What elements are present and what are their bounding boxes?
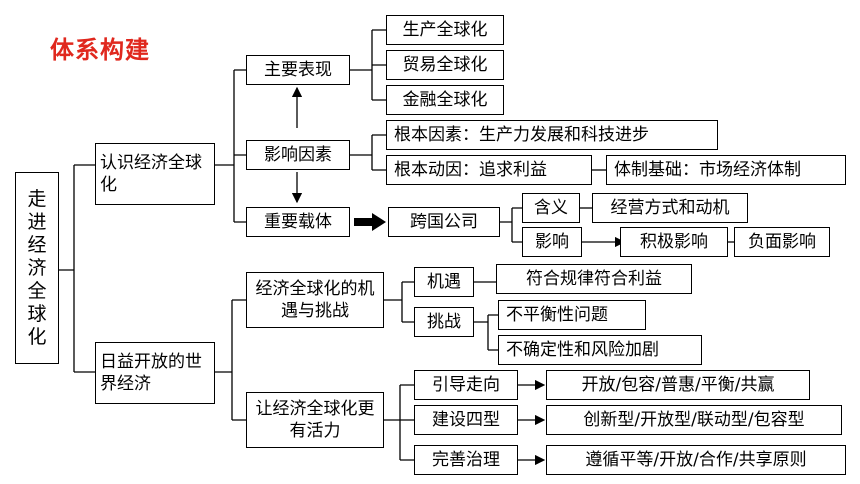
meaning-label: 含义 xyxy=(522,193,580,223)
node-label: 让经济全球化更有活力 xyxy=(255,399,375,441)
opportunity-label: 机遇 xyxy=(414,267,474,297)
branch-label: 日益开放的世界经济 xyxy=(100,352,202,394)
node-label: 经济全球化的机遇与挑战 xyxy=(255,279,375,321)
meaning-value: 经营方式和动机 xyxy=(592,193,748,223)
challenge-uncertainty: 不确定性和风险加剧 xyxy=(498,335,702,365)
page-title: 体系构建 xyxy=(50,36,150,64)
branch-understand-globalization: 认识经济全球化 xyxy=(95,143,215,205)
item-finance-globalization: 金融全球化 xyxy=(386,85,504,115)
node-opportunities-challenges: 经济全球化的机遇与挑战 xyxy=(246,272,384,328)
impact-negative: 负面影响 xyxy=(734,227,830,257)
impact-label: 影响 xyxy=(522,227,582,257)
value-build-four-types: 创新型/开放型/联动型/包容型 xyxy=(546,405,842,435)
value-guide-direction: 开放/包容/普惠/平衡/共赢 xyxy=(546,370,810,400)
node-important-carrier: 重要载体 xyxy=(246,207,350,237)
value-improve-governance: 遵循平等/开放/合作/共享原则 xyxy=(546,445,846,475)
row-guide-direction: 引导走向 xyxy=(414,370,518,400)
challenge-label: 挑战 xyxy=(414,307,474,337)
root-label: 走进经济全球化 xyxy=(27,187,47,348)
multinational-company: 跨国公司 xyxy=(388,207,500,237)
impact-positive: 积极影响 xyxy=(620,227,728,257)
node-main-manifestations: 主要表现 xyxy=(246,55,350,85)
fundamental-factor: 根本因素：生产力发展和科技进步 xyxy=(386,120,718,150)
opportunity-value: 符合规律符合利益 xyxy=(496,264,692,294)
branch-open-world-economy: 日益开放的世界经济 xyxy=(95,342,215,404)
root-node: 走进经济全球化 xyxy=(15,172,59,364)
fundamental-motive: 根本动因：追求利益 xyxy=(386,155,592,185)
item-trade-globalization: 贸易全球化 xyxy=(386,50,504,80)
row-improve-governance: 完善治理 xyxy=(414,445,518,475)
bold-arrow-icon xyxy=(354,213,386,231)
node-influencing-factors: 影响因素 xyxy=(246,140,350,170)
item-production-globalization: 生产全球化 xyxy=(386,15,504,45)
row-build-four-types: 建设四型 xyxy=(414,405,518,435)
branch-label: 认识经济全球化 xyxy=(100,153,202,195)
challenge-imbalance: 不平衡性问题 xyxy=(498,300,646,330)
institutional-basis: 体制基础：市场经济体制 xyxy=(606,155,846,185)
node-more-vitality: 让经济全球化更有活力 xyxy=(246,392,384,448)
